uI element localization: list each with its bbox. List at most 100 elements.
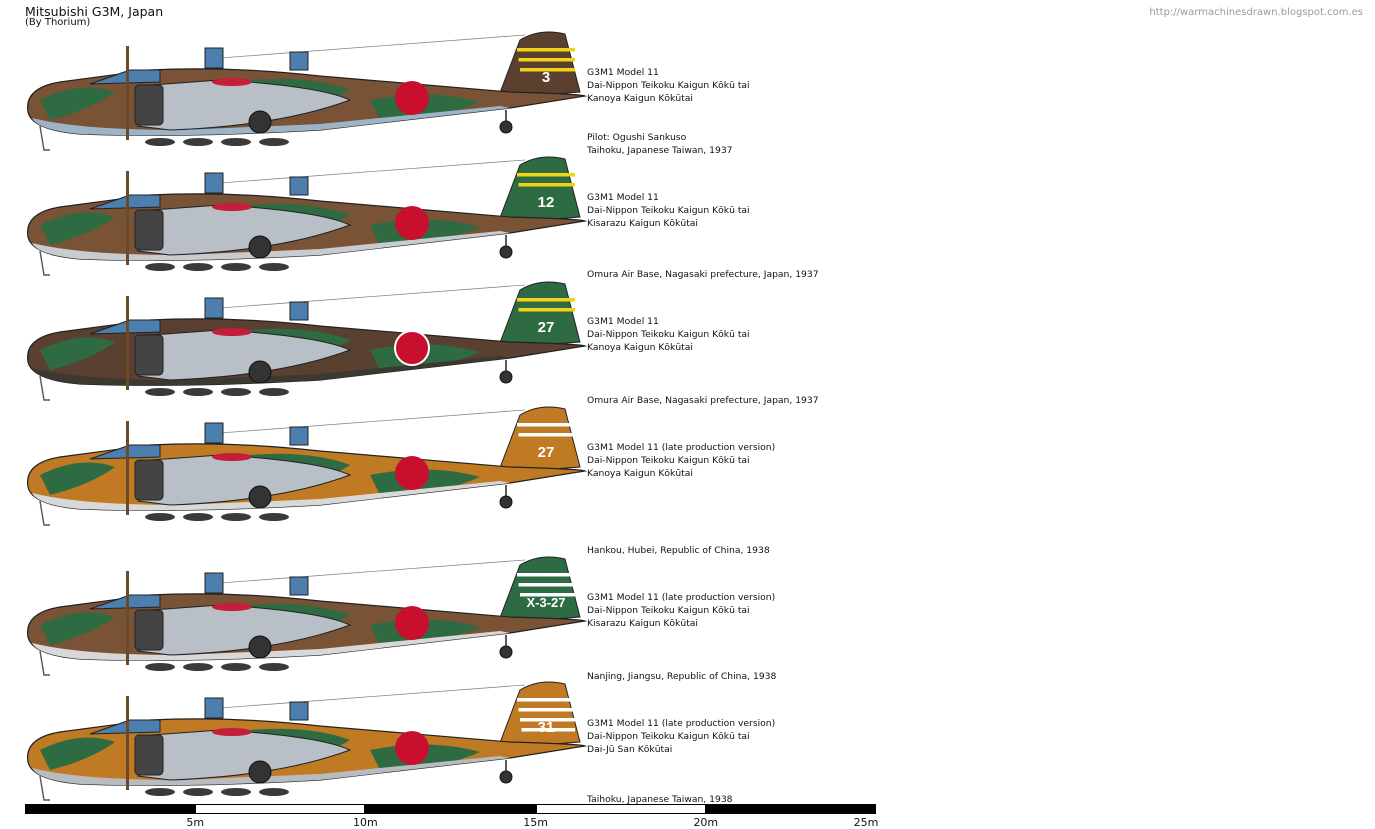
cockpit-glazing xyxy=(89,69,161,85)
bomb xyxy=(259,263,289,271)
camo-patch xyxy=(40,737,115,770)
tail-stripe xyxy=(518,433,575,437)
tail-wheel xyxy=(499,245,513,259)
propeller xyxy=(126,571,129,665)
camo-patch xyxy=(40,212,115,245)
location-line: Taihoku, Japanese Taiwan, 1938 xyxy=(587,794,733,805)
location-info: Taihoku, Japanese Taiwan, 1938 xyxy=(587,793,733,806)
engine-cowling xyxy=(134,734,164,776)
cockpit-glazing xyxy=(89,594,161,610)
tail-wheel xyxy=(499,770,513,784)
tail-code: 27 xyxy=(538,319,555,336)
aircraft-profile: 3 xyxy=(20,30,600,151)
scale-label: 20m xyxy=(693,816,719,829)
location-info: Nanjing, Jiangsu, Republic of China, 193… xyxy=(587,670,776,683)
tail-wheel xyxy=(499,495,513,509)
pitot-mast xyxy=(39,125,50,151)
scale-label: 25m xyxy=(853,816,879,829)
nacelle-marking xyxy=(212,328,252,336)
info-line: G3M1 Model 11 (late production version) xyxy=(587,718,776,729)
main-wheel xyxy=(248,360,272,384)
location-info: Omura Air Base, Nagasaki prefecture, Jap… xyxy=(587,394,819,407)
bomb xyxy=(145,663,175,671)
tail-fin xyxy=(497,556,581,624)
main-wheel xyxy=(248,235,272,259)
dorsal-turret xyxy=(204,422,224,444)
tail-fin xyxy=(497,681,581,749)
aircraft-drawing: X-3-27 xyxy=(27,556,588,676)
propeller xyxy=(126,696,129,790)
nacelle-marking xyxy=(212,603,252,611)
scale-segment xyxy=(705,804,876,814)
fuselage-underside xyxy=(32,231,510,261)
info-line: G3M1 Model 11 xyxy=(587,67,659,78)
aircraft-info: G3M1 Model 11 (late production version)D… xyxy=(587,591,775,630)
engine-nacelle xyxy=(137,729,352,781)
info-line: Dai-Jū San Kōkūtai xyxy=(587,744,673,755)
tail-fin xyxy=(497,31,581,99)
dorsal-turret xyxy=(289,301,309,321)
fuselage-underside xyxy=(32,106,510,136)
dorsal-turret xyxy=(204,47,224,69)
propeller xyxy=(126,421,129,515)
hinomaru-roundel xyxy=(394,330,430,366)
dorsal-turret xyxy=(289,576,309,596)
cockpit-glazing xyxy=(89,319,161,335)
dorsal-turret xyxy=(204,172,224,194)
main-wheel xyxy=(248,635,272,659)
aircraft-drawing: 12 xyxy=(27,156,588,276)
dorsal-turret xyxy=(204,572,224,594)
engine-cowling xyxy=(134,209,164,251)
info-line: G3M1 Model 11 xyxy=(587,316,659,327)
aircraft-drawing: 31 xyxy=(27,681,588,801)
info-line: Kanoya Kaigun Kōkūtai xyxy=(587,468,693,479)
pitot-mast xyxy=(39,500,50,526)
info-line: Dai-Nippon Teikoku Kaigun Kōkū tai xyxy=(587,205,750,216)
scale-segment xyxy=(535,804,706,814)
info-line: G3M1 Model 11 (late production version) xyxy=(587,442,776,453)
hinomaru-roundel xyxy=(395,456,429,490)
tail-stripe xyxy=(517,48,575,52)
nacelle-marking xyxy=(212,453,252,461)
tail-fin xyxy=(497,406,581,474)
location-info: Hankou, Hubei, Republic of China, 1938 xyxy=(587,544,770,557)
info-line: Kisarazu Kaigun Kōkūtai xyxy=(587,218,698,229)
bomb xyxy=(221,388,251,396)
pitot-mast xyxy=(39,375,50,401)
antenna-wire xyxy=(219,159,526,184)
camo-patch xyxy=(40,462,115,495)
aircraft-drawing: 27 xyxy=(27,406,588,526)
main-wheel xyxy=(248,485,272,509)
tail-code: 31 xyxy=(538,719,555,736)
fuselage-underside xyxy=(32,756,510,786)
pitot-mast xyxy=(39,775,50,801)
tail-stripe xyxy=(518,308,575,312)
info-line: Dai-Nippon Teikoku Kaigun Kōkū tai xyxy=(587,605,750,616)
hinomaru-roundel xyxy=(395,731,429,765)
dorsal-turret xyxy=(289,51,309,71)
aircraft-profile: X-3-27 xyxy=(20,555,600,676)
tail-stripe xyxy=(517,423,575,427)
tail-stripe xyxy=(517,173,575,177)
pitot-mast xyxy=(39,250,50,276)
info-line: Dai-Nippon Teikoku Kaigun Kōkū tai xyxy=(587,455,750,466)
propeller xyxy=(126,46,129,140)
camo-patch xyxy=(40,87,115,120)
scale-label: 15m xyxy=(523,816,548,829)
bomb xyxy=(183,138,213,146)
tail-fin xyxy=(497,281,581,349)
cockpit-glazing xyxy=(89,719,161,735)
bomb xyxy=(145,138,175,146)
aircraft-info: G3M1 Model 11 (late production version) D… xyxy=(587,717,775,756)
propeller xyxy=(126,171,129,265)
fuselage-underside xyxy=(32,356,510,386)
info-line: Dai-Nippon Teikoku Kaigun Kōkū tai xyxy=(587,731,750,742)
engine-nacelle xyxy=(137,604,352,656)
antenna-wire xyxy=(219,559,526,584)
bomb xyxy=(259,388,289,396)
antenna-wire xyxy=(219,409,526,434)
main-wheel xyxy=(248,760,272,784)
bomb xyxy=(259,663,289,671)
